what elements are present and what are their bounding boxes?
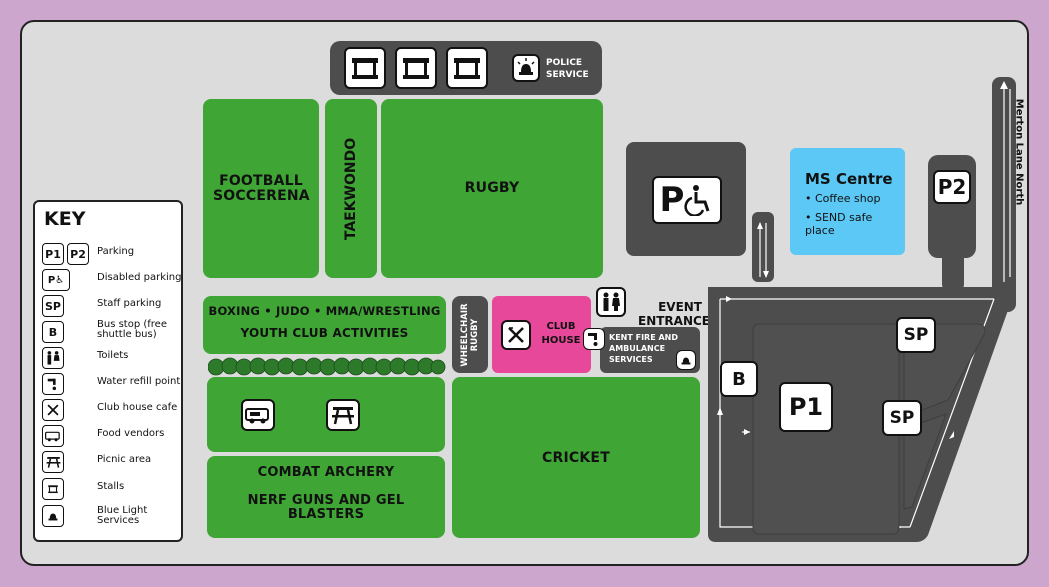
food-van-icon <box>241 399 275 431</box>
key-item-bus: B Bus stop (free shuttle bus) <box>42 320 182 344</box>
blue-light-icon <box>512 54 540 82</box>
food-van-icon <box>42 425 64 447</box>
cutlery-icon <box>501 320 531 350</box>
sp-parking-sign: SP <box>896 317 936 353</box>
food-picnic-zone <box>207 377 445 452</box>
club-house-zone: CLUB HOUSE <box>492 296 591 373</box>
bus-stop-sign: B <box>720 361 758 397</box>
key-item-parking: P1 P2 Parking <box>42 242 182 266</box>
cutlery-icon <box>42 399 64 421</box>
combat-archery-label: COMBAT ARCHERY <box>257 465 395 480</box>
car-park-roads <box>708 77 1016 542</box>
water-tap-icon <box>583 328 605 350</box>
nerf-label: NERF GUNS AND GEL BLASTERS <box>247 493 405 522</box>
boxing-label-line1: BOXING • JUDO • MMA/WRESTLING <box>208 304 441 318</box>
disabled-parking-zone: P <box>626 142 746 256</box>
staff-parking-icon: SP <box>42 295 64 317</box>
key-title: KEY <box>44 208 86 230</box>
police-label: POLICE SERVICE <box>546 58 589 80</box>
ms-centre-zone: MS Centre • Coffee shop • SEND safe plac… <box>790 148 905 255</box>
key-item-food: Food vendors <box>42 424 182 448</box>
stall-icon <box>395 47 437 89</box>
key-item-disabled: P♿ Disabled parking <box>42 268 182 292</box>
key-item-picnic: Picnic area <box>42 450 182 474</box>
site-map: POLICE SERVICE FOOTBALL SOCCERENA TAEKWO… <box>20 20 1029 566</box>
boxing-label-line2: YOUTH CLUB ACTIVITIES <box>240 326 409 340</box>
toilets-icon <box>42 347 64 369</box>
picnic-table-icon <box>326 399 360 431</box>
wheelchair-rugby-label: WHEELCHAIR RUGBY <box>460 303 480 367</box>
p1-parking-sign: P1 <box>779 382 833 432</box>
p2-road-stub <box>942 242 964 292</box>
water-tap-icon <box>42 373 64 395</box>
key-item-cafe: Club house cafe <box>42 398 182 422</box>
taekwondo-label: TAEKWONDO <box>343 137 359 241</box>
sp-parking-sign: SP <box>882 400 922 436</box>
wheelchair-rugby-zone: WHEELCHAIR RUGBY <box>452 296 488 373</box>
blue-light-icon <box>676 350 696 370</box>
tree-hedge <box>208 357 446 376</box>
disabled-parking-icon: P♿ <box>42 269 70 291</box>
cricket-label: CRICKET <box>542 450 610 466</box>
key-item-stalls: Stalls <box>42 477 182 501</box>
kent-fire-zone: KENT FIRE AND AMBULANCE SERVICES <box>600 327 700 373</box>
kent-fire-label: KENT FIRE AND AMBULANCE SERVICES <box>609 333 678 364</box>
taekwondo-zone: TAEKWONDO <box>325 99 377 278</box>
club-house-label: CLUB HOUSE <box>541 321 581 346</box>
access-road <box>752 212 774 282</box>
key-item-water: Water refill point <box>42 372 182 396</box>
p1-icon: P1 <box>42 243 64 265</box>
event-entrance-label: EVENT ENTRANCE <box>638 300 710 328</box>
p2-parking-zone: P2 <box>928 155 976 258</box>
boxing-youth-zone: BOXING • JUDO • MMA/WRESTLING YOUTH CLUB… <box>203 296 446 354</box>
football-soccerena-zone: FOOTBALL SOCCERENA <box>203 99 319 278</box>
rugby-label: RUGBY <box>464 180 520 196</box>
key-item-staff: SP Staff parking <box>42 294 182 318</box>
ms-centre-title: MS Centre <box>805 170 893 188</box>
wheelchair-icon <box>684 185 710 216</box>
combat-archery-zone: COMBAT ARCHERY NERF GUNS AND GEL BLASTER… <box>207 456 445 538</box>
rugby-zone: RUGBY <box>381 99 603 278</box>
ms-centre-item: • Coffee shop <box>805 192 881 205</box>
picnic-table-icon <box>42 451 64 473</box>
toilets-icon <box>596 287 626 317</box>
map-key: KEY P1 P2 Parking P♿ Disabled parking SP… <box>33 200 183 542</box>
road-name-label: Merton Lane North <box>1013 98 1025 206</box>
stalls-strip: POLICE SERVICE <box>330 41 602 95</box>
stall-icon <box>344 47 386 89</box>
ms-centre-item: • SEND safe place <box>805 211 873 237</box>
key-item-blue-light: Blue Light Services <box>42 504 182 528</box>
key-item-toilets: Toilets <box>42 346 182 370</box>
p2-icon: P2 <box>67 243 89 265</box>
stall-icon <box>446 47 488 89</box>
cricket-zone: CRICKET <box>452 377 700 538</box>
p2-parking-sign: P2 <box>933 170 971 204</box>
access-road-arrows <box>757 222 769 278</box>
football-label: FOOTBALL SOCCERENA <box>213 173 310 204</box>
bus-stop-icon: B <box>42 321 64 343</box>
disabled-parking-sign: P <box>652 176 722 224</box>
blue-light-icon <box>42 505 64 527</box>
stall-icon <box>42 478 64 500</box>
